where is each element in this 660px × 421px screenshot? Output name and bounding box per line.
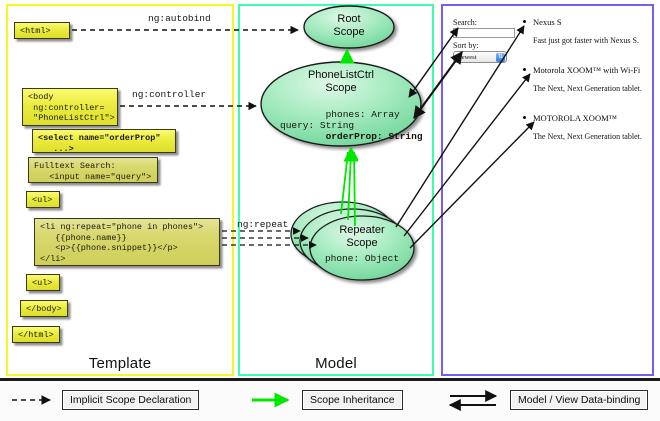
- caption-ng-repeat: ng:repeat: [237, 219, 289, 230]
- column-model: Model: [238, 4, 434, 376]
- bullet-icon: [523, 116, 526, 119]
- legend-label-model-view-data-binding: Model / View Data-binding: [510, 390, 649, 410]
- search-input[interactable]: [453, 28, 515, 38]
- column-label-template: Template: [88, 355, 152, 372]
- column-view: View Search: Sort by: Newest ⇅ Nexus S F…: [441, 4, 654, 376]
- view-panel: Search: Sort by: Newest ⇅ Nexus S Fast j…: [447, 10, 650, 372]
- caption-ng-autobind: ng:autobind: [148, 13, 211, 24]
- list-item: MOTOROLA XOOM™ The Next, Next Generation…: [523, 113, 642, 141]
- template-box-search-input: Fulltext Search: <input name="query">: [28, 157, 158, 183]
- chevron-updown-icon: ⇅: [496, 53, 505, 62]
- sort-select-value: Newest: [457, 54, 477, 61]
- template-box-body-close: </body>: [20, 300, 68, 317]
- search-label: Search:: [453, 18, 477, 27]
- dashed-arrow-icon: [12, 395, 51, 405]
- template-box-body-open: <body ng:controller= "PhoneListCtrl">: [22, 88, 118, 126]
- template-box-html-open: <html>: [14, 22, 70, 39]
- phone-name: Nexus S: [533, 17, 562, 27]
- legend: Implicit Scope Declaration Scope Inherit…: [0, 384, 660, 421]
- phone-name: MOTOROLA XOOM™: [533, 113, 617, 123]
- phone-snippet: The Next, Next Generation tablet.: [533, 132, 642, 141]
- phone-snippet: Fast just got faster with Nexus S.: [533, 36, 639, 45]
- legend-label-implicit-scope-declaration: Implicit Scope Declaration: [62, 390, 200, 410]
- diagram-frame: Template Model View Search: Sort by: New…: [0, 4, 660, 381]
- template-box-ul-open: <ul>: [26, 191, 60, 208]
- phone-snippet: The Next, Next Generation tablet.: [533, 84, 642, 93]
- template-box-ul-close: <ul>: [26, 274, 60, 291]
- template-box-li-repeat: <li ng:repeat="phone in phones"> {{phone…: [34, 218, 220, 266]
- bullet-icon: [523, 68, 526, 71]
- bullet-icon: [523, 20, 526, 23]
- phone-name: Motorola XOOM™ with Wi-Fi: [533, 65, 641, 75]
- column-template: Template: [6, 4, 234, 376]
- template-box-select: <select name="orderProp" ...>: [32, 129, 176, 154]
- caption-ng-controller: ng:controller: [132, 89, 207, 100]
- sort-label: Sort by:: [453, 41, 479, 50]
- column-label-model: Model: [315, 355, 357, 372]
- sort-select[interactable]: Newest ⇅: [453, 51, 507, 63]
- list-item: Motorola XOOM™ with Wi-Fi The Next, Next…: [523, 65, 642, 93]
- template-box-html-close: </html>: [12, 326, 60, 343]
- list-item: Nexus S Fast just got faster with Nexus …: [523, 17, 639, 45]
- legend-label-scope-inheritance: Scope Inheritance: [302, 390, 403, 410]
- double-arrow-icon: [448, 390, 498, 411]
- green-arrow-icon: [252, 392, 290, 408]
